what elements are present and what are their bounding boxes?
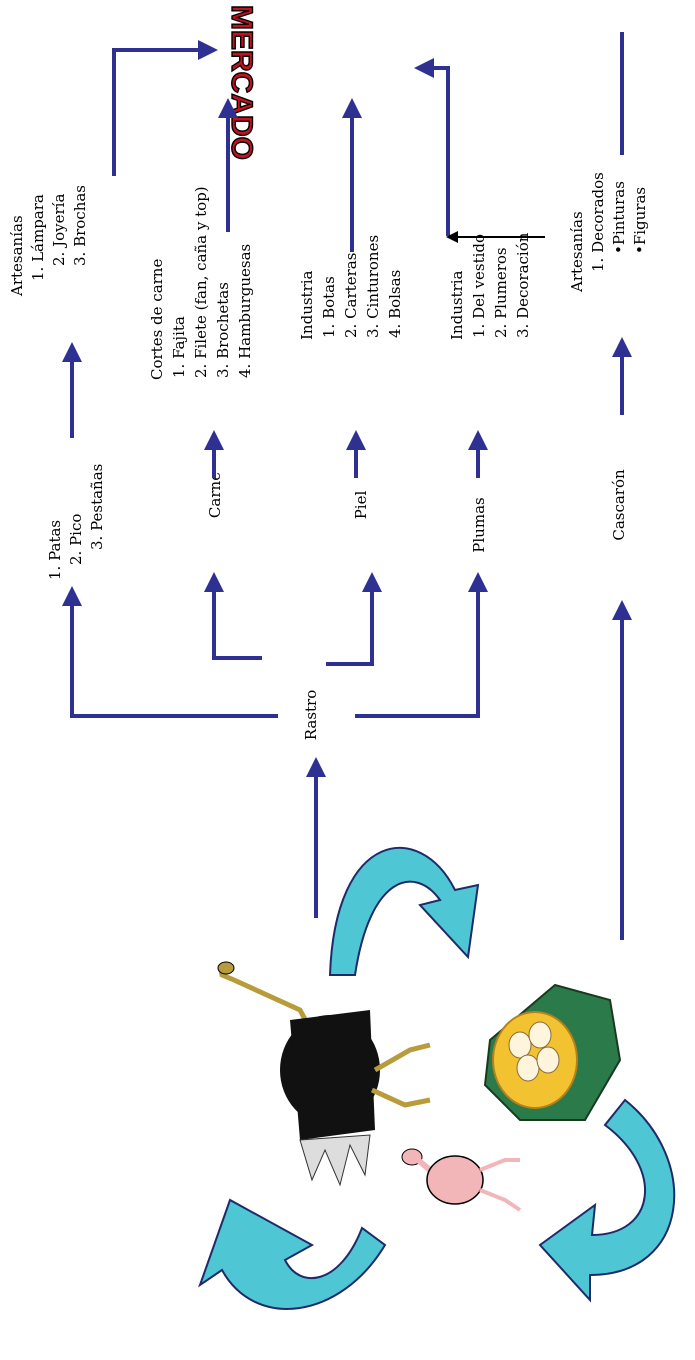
list-item: 2. Joyería [50, 194, 68, 266]
list-item: 4. Bolsas [386, 270, 404, 338]
rastro-label: Rastro [302, 690, 320, 741]
arrow-to-carne [204, 572, 262, 660]
list-heading: Industria [298, 270, 316, 340]
list-heading: Industria [448, 270, 466, 340]
list-item: 3. Decoración [514, 232, 532, 338]
life-cycle-arrows [198, 846, 676, 1310]
list-item: 1. Botas [320, 276, 338, 338]
list-item: 3. Brochas [71, 185, 89, 266]
list-heading: Cortes de carne [148, 259, 166, 380]
list-heading: Artesanías [568, 211, 586, 293]
list-item: 2. Carteras [342, 253, 360, 338]
artesanias-eggshell-list: Artesanías 1. Decorados •Pinturas •Figur… [568, 172, 649, 293]
arrow-to-piel [326, 572, 382, 666]
cycle-arrow-ostrich-to-nest [328, 846, 480, 976]
industria-plumas-list: Industria 1. Del vestido 2. Plumeros 3. … [448, 232, 532, 340]
list-item: 2. Pico [67, 514, 85, 565]
list-item: •Pinturas [610, 181, 628, 254]
list-item: 2. Plumeros [492, 247, 510, 338]
list-item: 3. Brochetas [214, 282, 232, 378]
carne-label: Carne [206, 472, 224, 518]
list-heading: Artesanías [8, 215, 26, 297]
list-item: 1. Del vestido [470, 234, 488, 338]
nest-eggs-icon [483, 983, 622, 1121]
list-item: 4. Hamburguesas [236, 244, 254, 378]
list-item: 2. Filete (fan, caña y top) [192, 186, 210, 378]
plumas-label: Plumas [470, 497, 488, 552]
cycle-arrow-chick-to-ostrich [198, 1198, 387, 1310]
market-title: MERCADO [224, 4, 258, 160]
cascaron-label: Cascarón [610, 469, 628, 541]
list-item: 1. Patas [46, 520, 64, 580]
ostrich-chick-icon [401, 1148, 522, 1212]
list-item: 1. Fajita [170, 316, 188, 378]
list-item: 3. Cinturones [364, 235, 382, 338]
piel-label: Piel [352, 491, 370, 520]
list-item: 3. Pestañas [88, 464, 106, 550]
arrow-artesanias-to-market [112, 40, 218, 176]
ostrich-adult-icon [217, 961, 431, 1187]
flow-arrows [62, 32, 632, 940]
arrow-to-plumas [355, 572, 488, 718]
market-title-text: MERCADO [225, 5, 258, 160]
arrow-to-patas [62, 586, 278, 718]
patas-list: 1. Patas 2. Pico 3. Pestañas [46, 464, 106, 580]
list-item: •Figuras [631, 187, 649, 254]
list-item: 1. Lámpara [29, 194, 47, 281]
cortes-list: Cortes de carne 1. Fajita 2. Filete (fan… [148, 186, 254, 380]
industria-piel-list: Industria 1. Botas 2. Carteras 3. Cintur… [298, 235, 404, 340]
arrow-plumas-to-market [414, 58, 450, 236]
list-item: 1. Decorados [589, 172, 607, 272]
cycle-arrow-nest-to-chick [538, 1098, 676, 1303]
artesanias-lamp-list: Artesanías 1. Lámpara 2. Joyería 3. Broc… [8, 185, 89, 297]
